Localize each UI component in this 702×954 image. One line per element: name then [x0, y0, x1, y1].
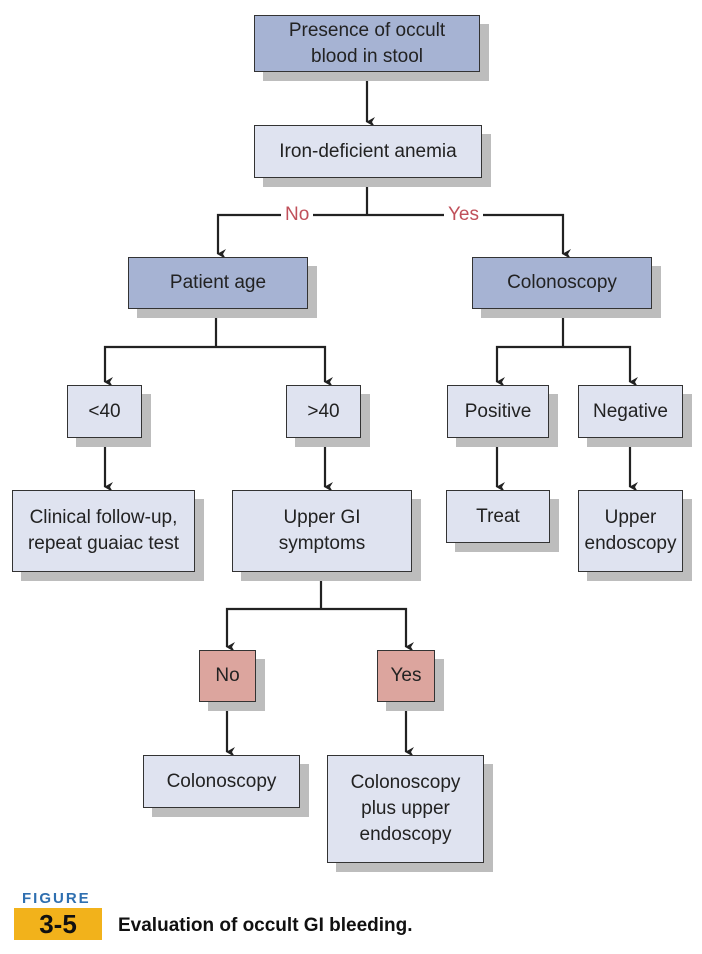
figure-caption: FIGURE 3-5 Evaluation of occult GI bleed…	[14, 890, 694, 946]
node-treat: Treat	[446, 490, 550, 543]
edge-label-yes: Yes	[444, 204, 483, 226]
edge-split-colonoscopy	[367, 213, 571, 259]
node-colonoscopy-top: Colonoscopy	[472, 257, 652, 309]
node-iron-deficient-anemia: Iron-deficient anemia	[254, 125, 482, 178]
node-colonoscopy-plus-upper-endoscopy: Colonoscopy plus upper endoscopy	[327, 755, 484, 863]
edge-colon-negative	[563, 345, 638, 387]
node-upper-gi-symptoms: Upper GI symptoms	[232, 490, 412, 572]
node-over-40: >40	[286, 385, 361, 438]
node-under-40: <40	[67, 385, 142, 438]
figure-caption-text: Evaluation of occult GI bleeding.	[118, 915, 413, 936]
edge-age-lt40	[103, 345, 216, 387]
edge-label-no: No	[281, 204, 314, 226]
node-colonoscopy-bottom: Colonoscopy	[143, 755, 300, 808]
node-yes: Yes	[377, 650, 435, 702]
node-patient-age: Patient age	[128, 257, 308, 309]
figure-word: FIGURE	[22, 890, 91, 907]
edge-colon-positive	[495, 345, 563, 387]
edge-age-gt40	[216, 345, 333, 387]
edge-uppergi-yes	[321, 607, 414, 652]
node-clinical-followup: Clinical follow-up, repeat guaiac test	[12, 490, 195, 572]
node-occult-blood: Presence of occult blood in stool	[254, 15, 480, 72]
node-positive: Positive	[447, 385, 549, 438]
node-upper-endoscopy: Upper endoscopy	[578, 490, 683, 572]
edge-split-age	[216, 213, 367, 259]
edge-uppergi-no	[225, 607, 321, 652]
node-negative: Negative	[578, 385, 683, 438]
figure-number-badge: 3-5	[14, 908, 102, 940]
node-no: No	[199, 650, 256, 702]
